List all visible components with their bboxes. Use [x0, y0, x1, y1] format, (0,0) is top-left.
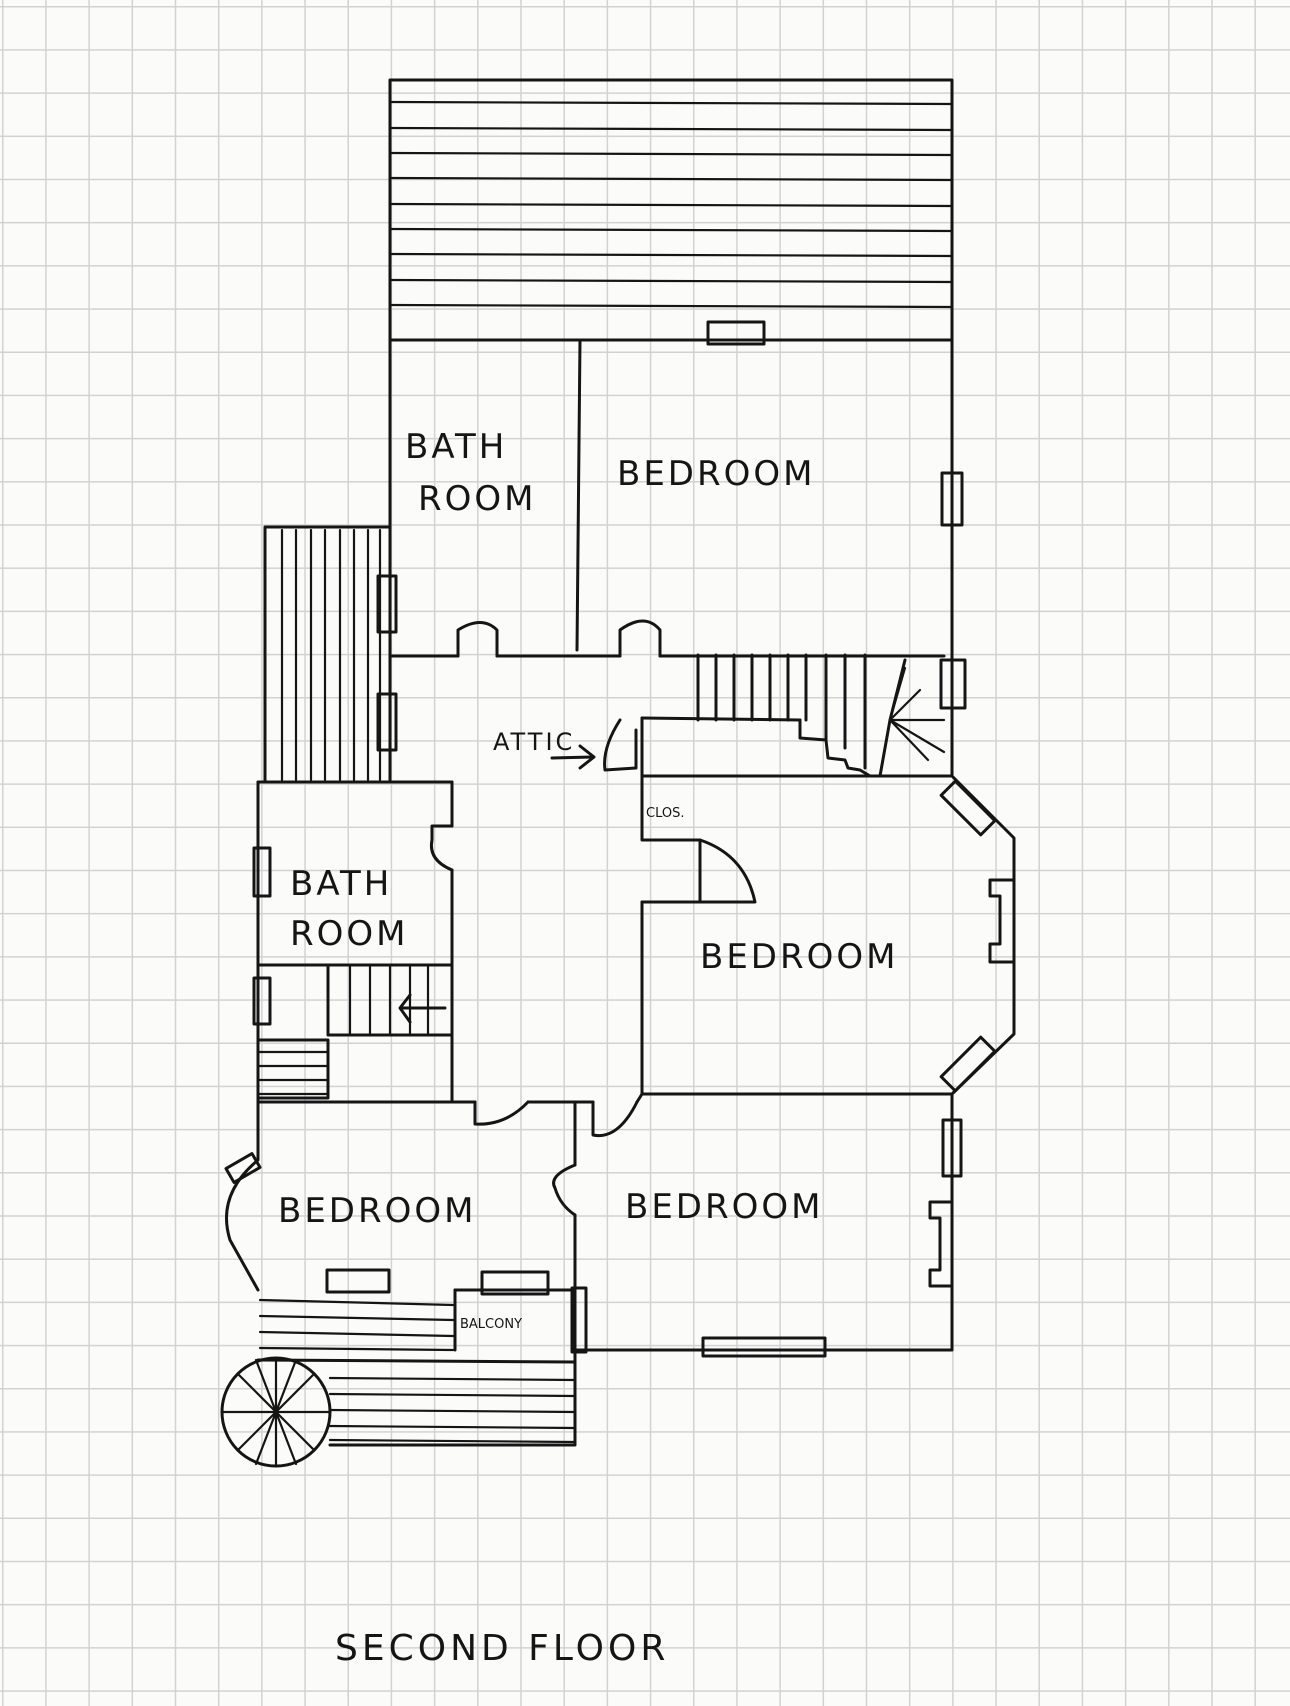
fireplaces: [928, 878, 1016, 1288]
window: [252, 846, 272, 898]
window: [940, 471, 964, 527]
room-labels: BATH ROOM BEDROOM ATTIC CLOS. BATH ROOM …: [278, 427, 898, 1332]
window: [480, 1270, 550, 1296]
caption-text: SECOND FLOOR: [335, 1628, 670, 1669]
window: [706, 320, 766, 346]
window: [325, 1268, 391, 1294]
attic-label: ATTIC: [493, 728, 575, 756]
top-deck: [388, 78, 954, 346]
main-stair: [696, 653, 946, 778]
balcony-deck: [256, 1288, 577, 1447]
attic-arrow: [550, 744, 596, 770]
round-turret: [220, 1356, 332, 1468]
window: [376, 574, 398, 634]
window: [701, 1336, 827, 1358]
bottom-left-bedroom-label: BEDROOM: [278, 1191, 476, 1231]
balcony-label: BALCONY: [460, 1317, 522, 1332]
window: [941, 1118, 963, 1178]
left-bathroom-label-line2: ROOM: [290, 914, 408, 954]
closet-label: CLOS.: [646, 806, 684, 821]
left-deck: [263, 525, 392, 784]
window: [224, 1152, 262, 1184]
left-bathroom-label-line1: BATH: [290, 864, 392, 904]
top-bathroom-label-line2: ROOM: [418, 479, 536, 519]
windows: [224, 471, 997, 1358]
window: [939, 779, 997, 837]
window: [939, 658, 967, 710]
top-bathroom-label-line1: BATH: [405, 427, 507, 467]
interior-walls: [256, 338, 954, 1352]
window: [376, 692, 398, 752]
rear-stair: [256, 963, 454, 1100]
window: [570, 1286, 588, 1354]
bottom-right-bedroom-label: BEDROOM: [625, 1187, 823, 1227]
window: [939, 1035, 997, 1093]
doors: [429, 619, 757, 1217]
right-bedroom-label: BEDROOM: [700, 937, 898, 977]
window: [252, 976, 272, 1026]
top-bedroom-label: BEDROOM: [617, 454, 815, 494]
